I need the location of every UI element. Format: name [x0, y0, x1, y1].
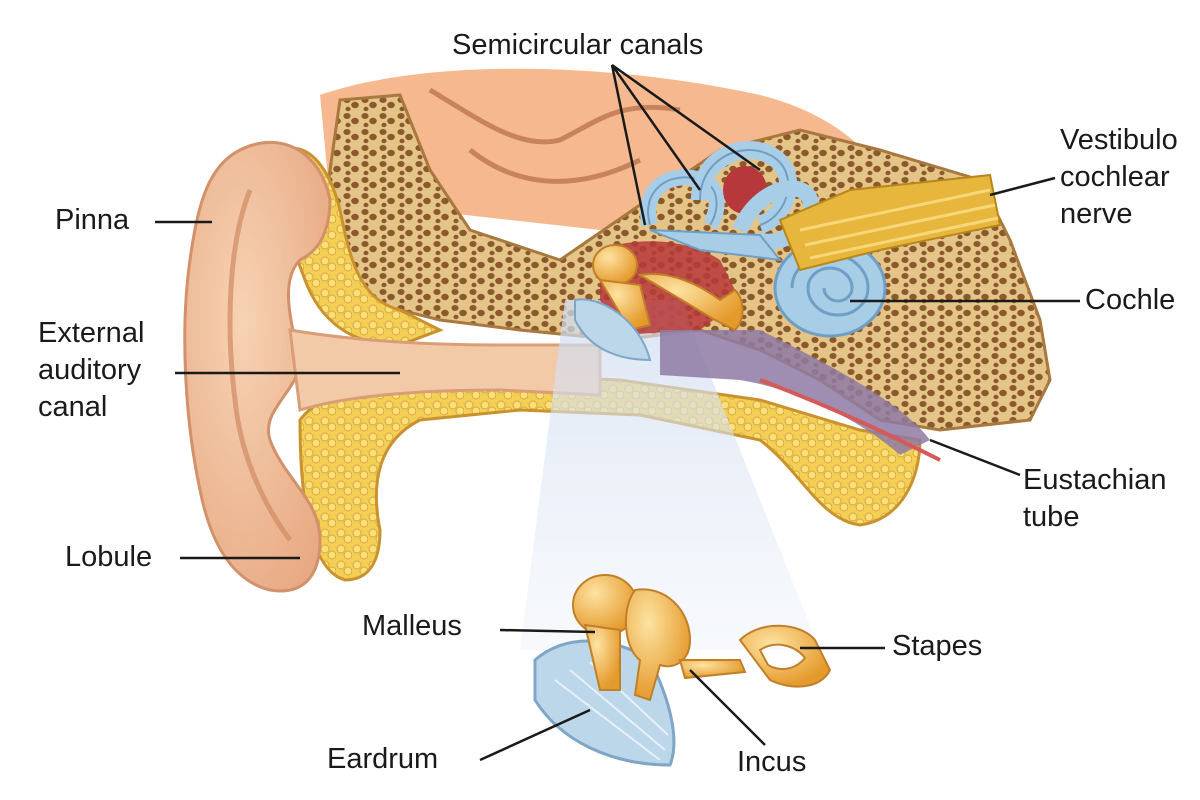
label-external-auditory-canal: External auditory canal	[38, 317, 145, 423]
label-vestibulocochlear-nerve: Vestibulo cochlear nerve	[1060, 124, 1178, 230]
ossicle-detail	[533, 574, 832, 767]
ossicles-in-situ	[574, 244, 744, 362]
leader-lines	[155, 63, 1080, 762]
label-incus: Incus	[737, 746, 807, 778]
label-pinna: Pinna	[55, 204, 130, 236]
stapes-shape	[738, 624, 832, 688]
label-malleus: Malleus	[362, 610, 462, 642]
pinna-shape	[183, 140, 332, 593]
label-eardrum: Eardrum	[327, 743, 439, 775]
label-eustachian-tube: Eustachian tube	[1023, 464, 1167, 533]
label-lobule: Lobule	[65, 541, 153, 573]
incus-body	[624, 588, 692, 702]
magnify-beam	[520, 300, 820, 650]
label-stapes: Stapes	[892, 630, 983, 662]
nerve-bundle	[778, 173, 1002, 272]
label-cochlea: Cochle	[1085, 284, 1176, 316]
malleus-handle	[583, 623, 621, 691]
label-semicircular-canals: Semicircular canals	[452, 29, 704, 61]
